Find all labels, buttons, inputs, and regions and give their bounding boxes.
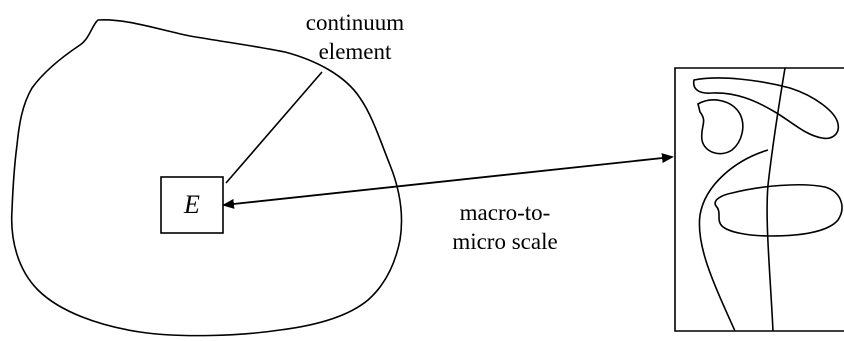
continuum-label-line1: continuum <box>305 10 405 35</box>
scale-label-line2: micro scale <box>452 229 558 254</box>
macro-to-micro-scale-label: macro-to- micro scale <box>430 198 580 256</box>
micro-left-grain <box>697 99 744 155</box>
scale-label-line1: macro-to- <box>459 200 551 225</box>
macro-body-outline <box>10 19 403 337</box>
micro-bottom-grain <box>714 183 843 237</box>
micro-grain-boundary-vertical <box>766 67 786 332</box>
micro-grain-boundary-curve <box>698 149 769 332</box>
continuum-element-label: continuum element <box>270 8 440 66</box>
continuum-label-line2: element <box>318 39 392 64</box>
micro-frame <box>674 67 844 332</box>
macro-to-micro-arrow <box>222 153 674 209</box>
leader-line <box>225 71 323 184</box>
element-symbol: E <box>184 190 200 219</box>
micro-top-grain <box>692 77 840 140</box>
